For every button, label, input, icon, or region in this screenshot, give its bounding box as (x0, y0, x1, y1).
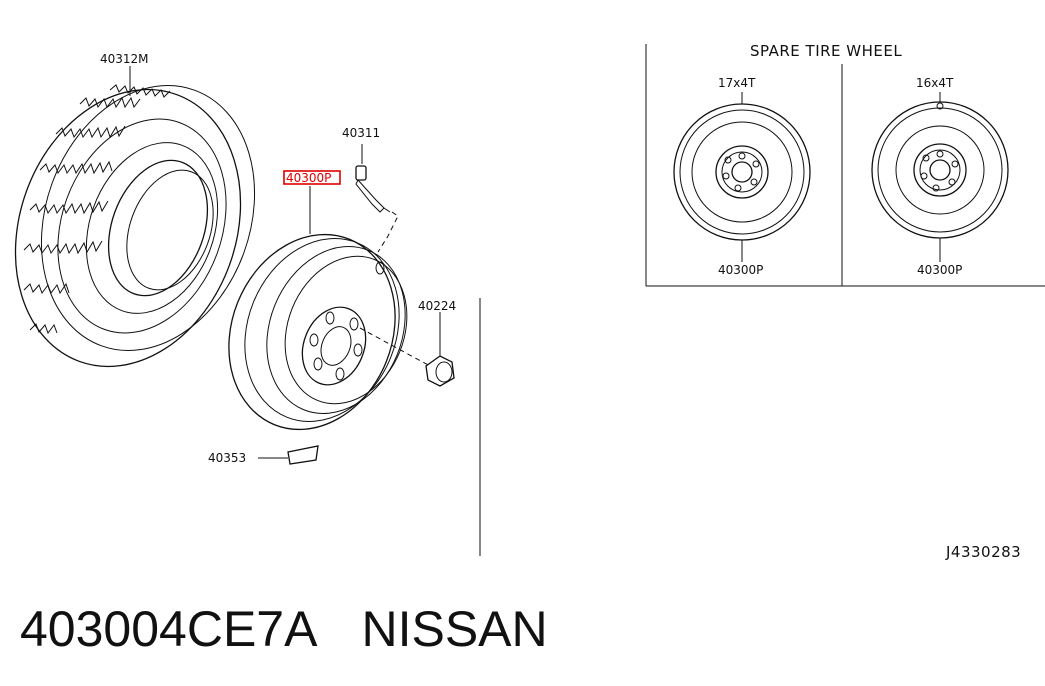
spare-wheel-17[interactable] (673, 92, 811, 262)
part-title: 403004CE7A NISSAN (20, 596, 548, 666)
label-wheel-highlighted[interactable]: 40300P (286, 171, 331, 185)
highlight-box (283, 170, 341, 185)
nut-drawing[interactable] (425, 312, 455, 387)
wheel-drawing[interactable] (200, 186, 431, 455)
parts-diagram: 40312M 40311 (0, 42, 1045, 561)
brand-name: NISSAN (361, 601, 548, 657)
spare-panel (645, 44, 1045, 287)
label-weight[interactable]: 40353 (208, 451, 246, 465)
label-valve[interactable]: 40311 (342, 126, 380, 140)
spare-17-size: 17x4T (718, 76, 756, 90)
spare-16-size: 16x4T (916, 76, 954, 90)
diagram-id: J4330283 (945, 543, 1021, 561)
spare-title: SPARE TIRE WHEEL (750, 42, 902, 60)
part-number: 403004CE7A (20, 601, 318, 657)
tire-drawing[interactable] (0, 55, 290, 398)
spare-wheel-16[interactable] (871, 92, 1009, 262)
spare-16-part[interactable]: 40300P (917, 263, 962, 277)
weight-drawing[interactable] (258, 445, 319, 465)
label-nut[interactable]: 40224 (418, 299, 456, 313)
label-tire[interactable]: 40312M (100, 52, 149, 66)
spare-17-part[interactable]: 40300P (718, 263, 763, 277)
valve-drawing[interactable] (355, 144, 399, 253)
